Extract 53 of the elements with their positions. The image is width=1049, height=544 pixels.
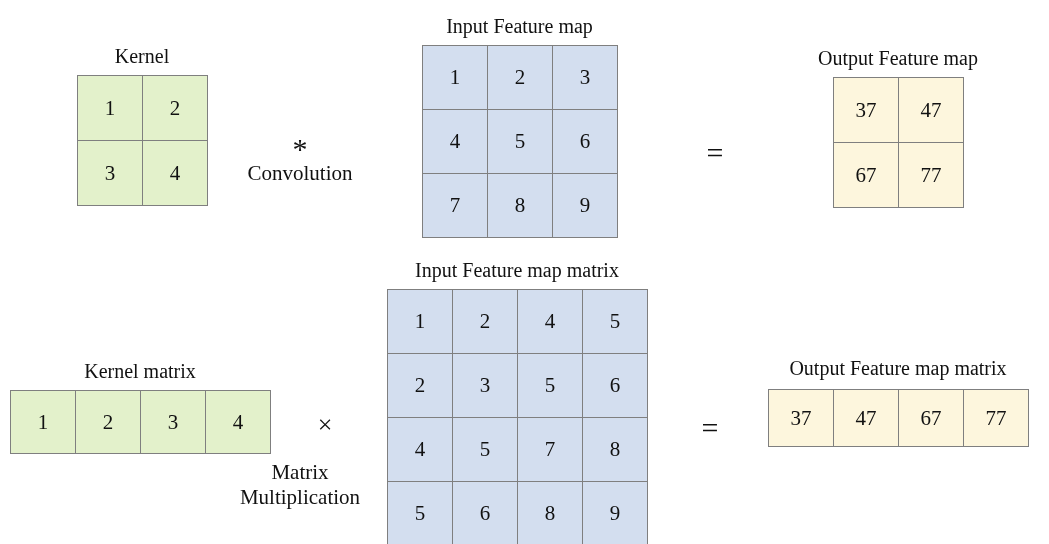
grid-title: Output Feature map xyxy=(818,47,978,70)
matrix-cell: 1 xyxy=(10,390,76,454)
operator-caption: Matrix Multiplication xyxy=(238,460,362,510)
matrix-cell: 1 xyxy=(422,45,488,110)
operator-sign: * xyxy=(292,136,308,161)
matrix-cell: 2 xyxy=(75,390,141,454)
matrix-cell: 2 xyxy=(387,353,453,418)
matrix-cell: 37 xyxy=(768,389,834,447)
matrix-cell: 47 xyxy=(833,389,899,447)
matrix-cell: 3 xyxy=(452,353,518,418)
operator-sign: = xyxy=(706,140,724,165)
matrix-cell: 4 xyxy=(205,390,271,454)
grid-title: Kernel xyxy=(114,45,170,68)
matrix-cell: 1 xyxy=(387,289,453,354)
matrix-cell: 67 xyxy=(898,389,964,447)
matrix-cell: 8 xyxy=(487,173,553,238)
grid-title: Input Feature map matrix xyxy=(415,259,619,282)
matrix-cell: 1 xyxy=(77,75,143,141)
matrix-cell: 2 xyxy=(487,45,553,110)
matrix-cell: 5 xyxy=(582,289,648,354)
matrix-cell: 6 xyxy=(552,109,618,174)
matrix-cell: 5 xyxy=(517,353,583,418)
grid-title: Output Feature map matrix xyxy=(789,357,1007,380)
matrix-cell: 3 xyxy=(552,45,618,110)
matrix-cell: 4 xyxy=(422,109,488,174)
matrix-cell: 5 xyxy=(387,481,453,544)
matrix-cell: 77 xyxy=(898,142,964,208)
matrix-cell: 8 xyxy=(582,417,648,482)
matrix-cell: 77 xyxy=(963,389,1029,447)
operator-sign: = xyxy=(701,415,719,440)
matrix-cell: 3 xyxy=(140,390,206,454)
matrix-cell: 2 xyxy=(452,289,518,354)
operator-sign: × xyxy=(317,412,333,437)
matrix-cell: 67 xyxy=(833,142,899,208)
matrix-cell: 9 xyxy=(582,481,648,544)
matrix-cell: 3 xyxy=(77,140,143,206)
matrix-cell: 4 xyxy=(387,417,453,482)
matrix-cell: 5 xyxy=(452,417,518,482)
grid-title: Input Feature map xyxy=(446,15,593,38)
matrix-cell: 37 xyxy=(833,77,899,143)
matrix-cell: 8 xyxy=(517,481,583,544)
matrix-cell: 9 xyxy=(552,173,618,238)
matrix-cell: 6 xyxy=(452,481,518,544)
matrix-cell: 7 xyxy=(422,173,488,238)
matrix-cell: 5 xyxy=(487,109,553,174)
grid-title: Kernel matrix xyxy=(84,360,196,383)
matrix-cell: 4 xyxy=(517,289,583,354)
matrix-cell: 2 xyxy=(142,75,208,141)
matrix-cell: 4 xyxy=(142,140,208,206)
matrix-cell: 6 xyxy=(582,353,648,418)
operator-caption: Convolution xyxy=(246,161,354,186)
matrix-cell: 7 xyxy=(517,417,583,482)
matrix-cell: 47 xyxy=(898,77,964,143)
